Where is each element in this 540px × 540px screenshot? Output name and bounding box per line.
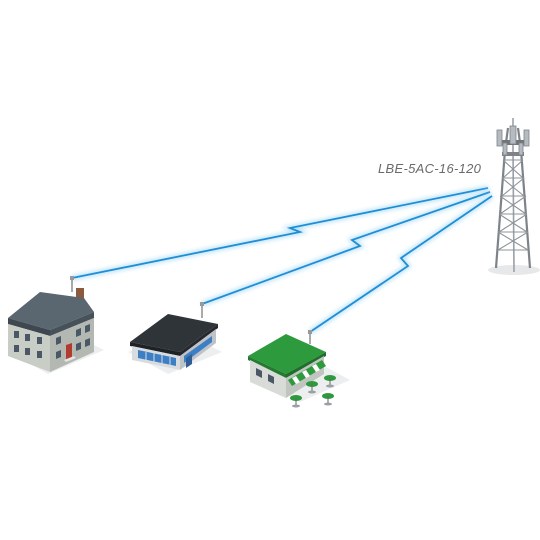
transmission-tower-icon xyxy=(488,118,540,275)
cafe-tables xyxy=(290,375,336,408)
link-to-house xyxy=(71,185,489,281)
cafe-building-icon xyxy=(248,330,350,408)
link-to-office xyxy=(201,189,491,307)
wireless-links xyxy=(71,185,494,335)
tower-device-label: LBE-5AC-16-120 xyxy=(378,161,482,176)
office-building-icon xyxy=(128,302,222,374)
house-icon xyxy=(8,276,104,374)
link-to-cafe xyxy=(308,193,494,335)
